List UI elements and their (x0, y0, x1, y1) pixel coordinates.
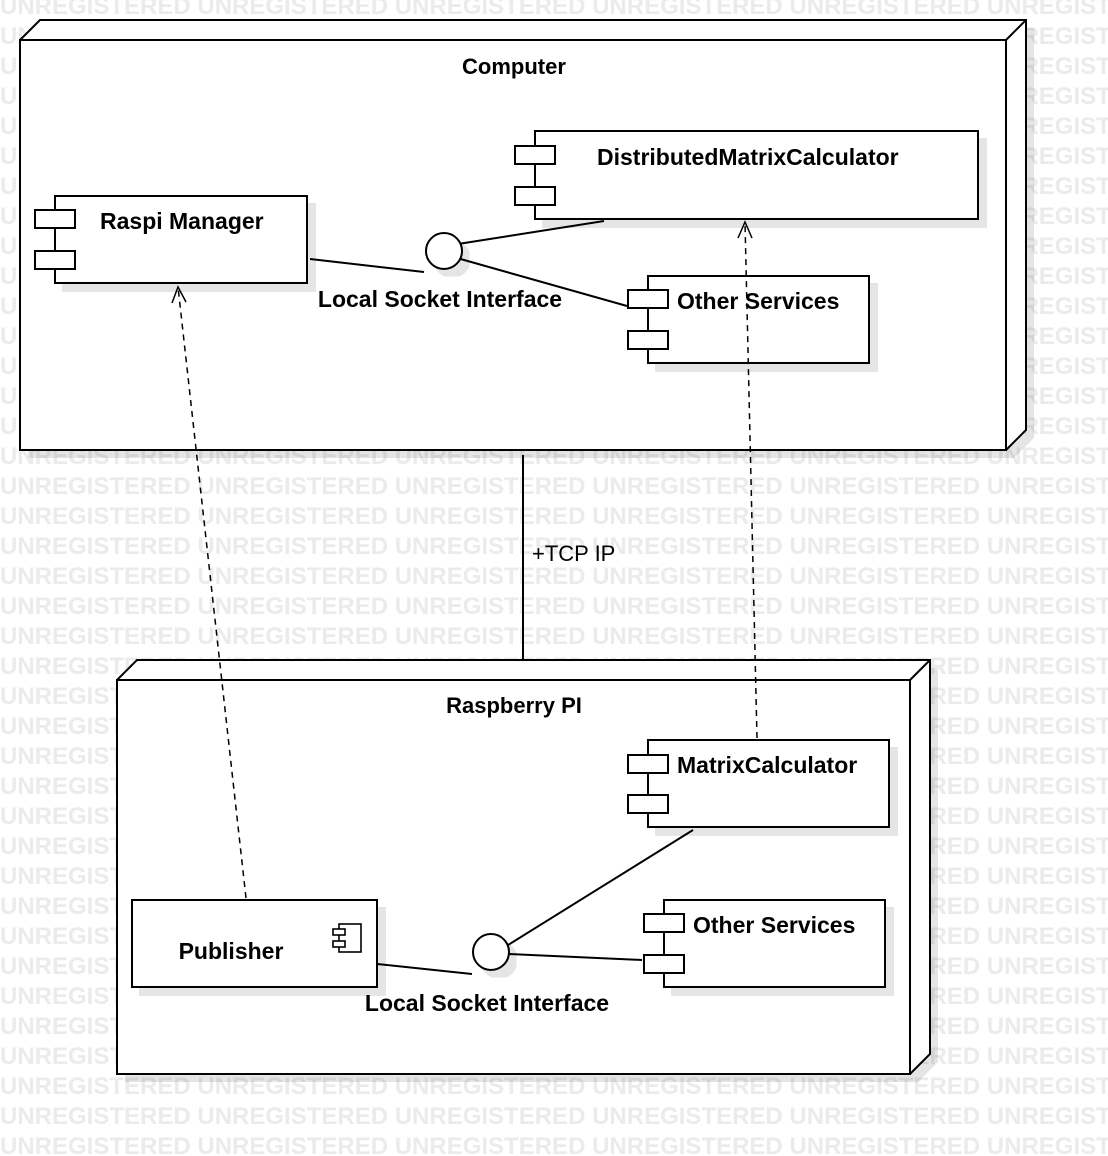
computer-node-title: Computer (462, 54, 566, 79)
component-port-icon (627, 754, 669, 774)
distributed-matrix-calculator-label: DistributedMatrixCalculator (597, 144, 899, 170)
raspberry-socket-label: Local Socket Interface (365, 990, 609, 1016)
tcp-ip-link: +TCP IP (522, 455, 615, 660)
computer-other-services-label: Other Services (677, 288, 839, 314)
matrix-calculator-component[interactable]: MatrixCalculator (627, 739, 890, 828)
component-port-icon (627, 289, 669, 309)
dependency-matrix-calculator-to-distributed (737, 220, 758, 739)
computer-socket-label: Local Socket Interface (318, 286, 562, 312)
raspberry-node-title: Raspberry PI (446, 693, 582, 718)
component-icon (332, 923, 362, 953)
lollipop-interface-icon (425, 232, 463, 270)
component-port-icon (34, 209, 76, 229)
component-port-icon (627, 330, 669, 350)
publisher-component[interactable]: Publisher (131, 899, 378, 988)
component-port-icon (34, 250, 76, 270)
component-port-icon (643, 913, 685, 933)
raspi-manager-component[interactable]: Raspi Manager (34, 195, 308, 284)
dependency-publisher-to-raspi-manager (171, 285, 247, 899)
component-port-icon (514, 186, 556, 206)
arrowhead-icon (171, 285, 187, 304)
raspberry-socket-interface: Local Socket Interface (365, 829, 694, 1016)
matrix-calculator-label: MatrixCalculator (677, 752, 857, 778)
tcp-ip-label: +TCP IP (532, 541, 615, 566)
component-port-icon (627, 794, 669, 814)
raspberry-other-services-label: Other Services (693, 912, 855, 938)
distributed-matrix-calculator-component[interactable]: DistributedMatrixCalculator (514, 130, 979, 220)
computer-socket-interface: Local Socket Interface (309, 220, 628, 312)
computer-other-services-component[interactable]: Other Services (627, 275, 870, 364)
raspberry-other-services-component[interactable]: Other Services (643, 899, 886, 988)
component-port-icon (514, 145, 556, 165)
raspi-manager-label: Raspi Manager (100, 208, 264, 234)
lollipop-interface-icon (472, 933, 510, 971)
publisher-label: Publisher (179, 938, 284, 964)
arrowhead-icon (737, 220, 753, 239)
component-port-icon (643, 954, 685, 974)
